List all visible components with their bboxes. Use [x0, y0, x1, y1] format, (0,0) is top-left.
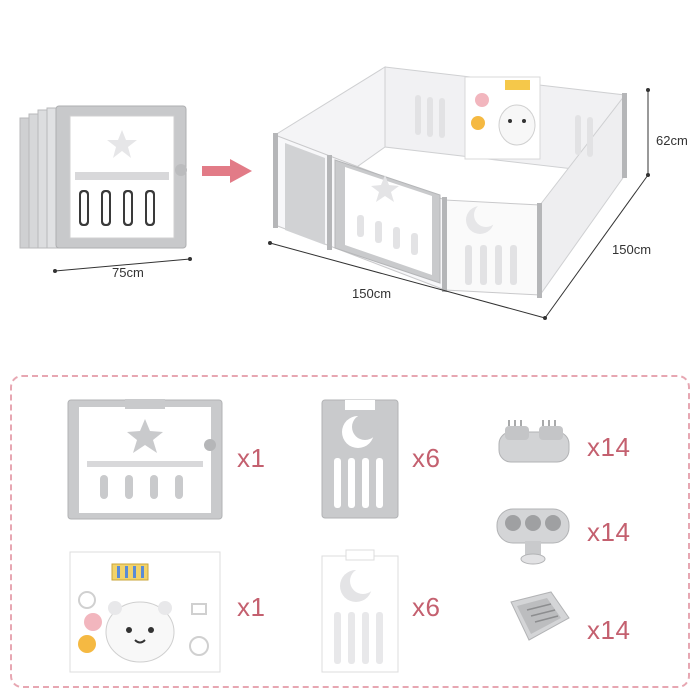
- parts-list-box: [10, 375, 690, 688]
- activity-panel-image: [69, 551, 221, 673]
- activity-panel-quantity: x1: [237, 592, 266, 622]
- star-gate-panel-image: [67, 399, 223, 520]
- end-cap-connector-quantity: x14: [587, 615, 631, 645]
- moon-white-panel-image: [321, 549, 399, 673]
- triple-base-connector-quantity: x14: [587, 517, 631, 547]
- arrow-right-icon: [202, 159, 252, 183]
- moon-white-panel-quantity: x6: [412, 592, 441, 622]
- triple-base-connector-image: [496, 508, 570, 565]
- moon-grey-panel-quantity: x6: [412, 443, 441, 473]
- moon-grey-panel-image: [321, 399, 399, 519]
- pen-height-label: 62cm: [656, 133, 688, 148]
- pen-depth-label: 150cm: [612, 242, 652, 257]
- double-clip-connector-quantity: x14: [587, 432, 631, 462]
- end-cap-connector-image: [510, 591, 570, 641]
- assembled-playpen: [273, 66, 627, 298]
- double-clip-connector-image: [498, 420, 570, 463]
- star-gate-panel-quantity: x1: [237, 443, 266, 473]
- pen-width-label: 150cm: [352, 286, 392, 301]
- folded-width-label: 75cm: [112, 265, 144, 280]
- folded-width-dimension-line: [53, 257, 192, 273]
- pen-dimension-lines: [268, 88, 650, 320]
- folded-panel-stack: [19, 105, 187, 249]
